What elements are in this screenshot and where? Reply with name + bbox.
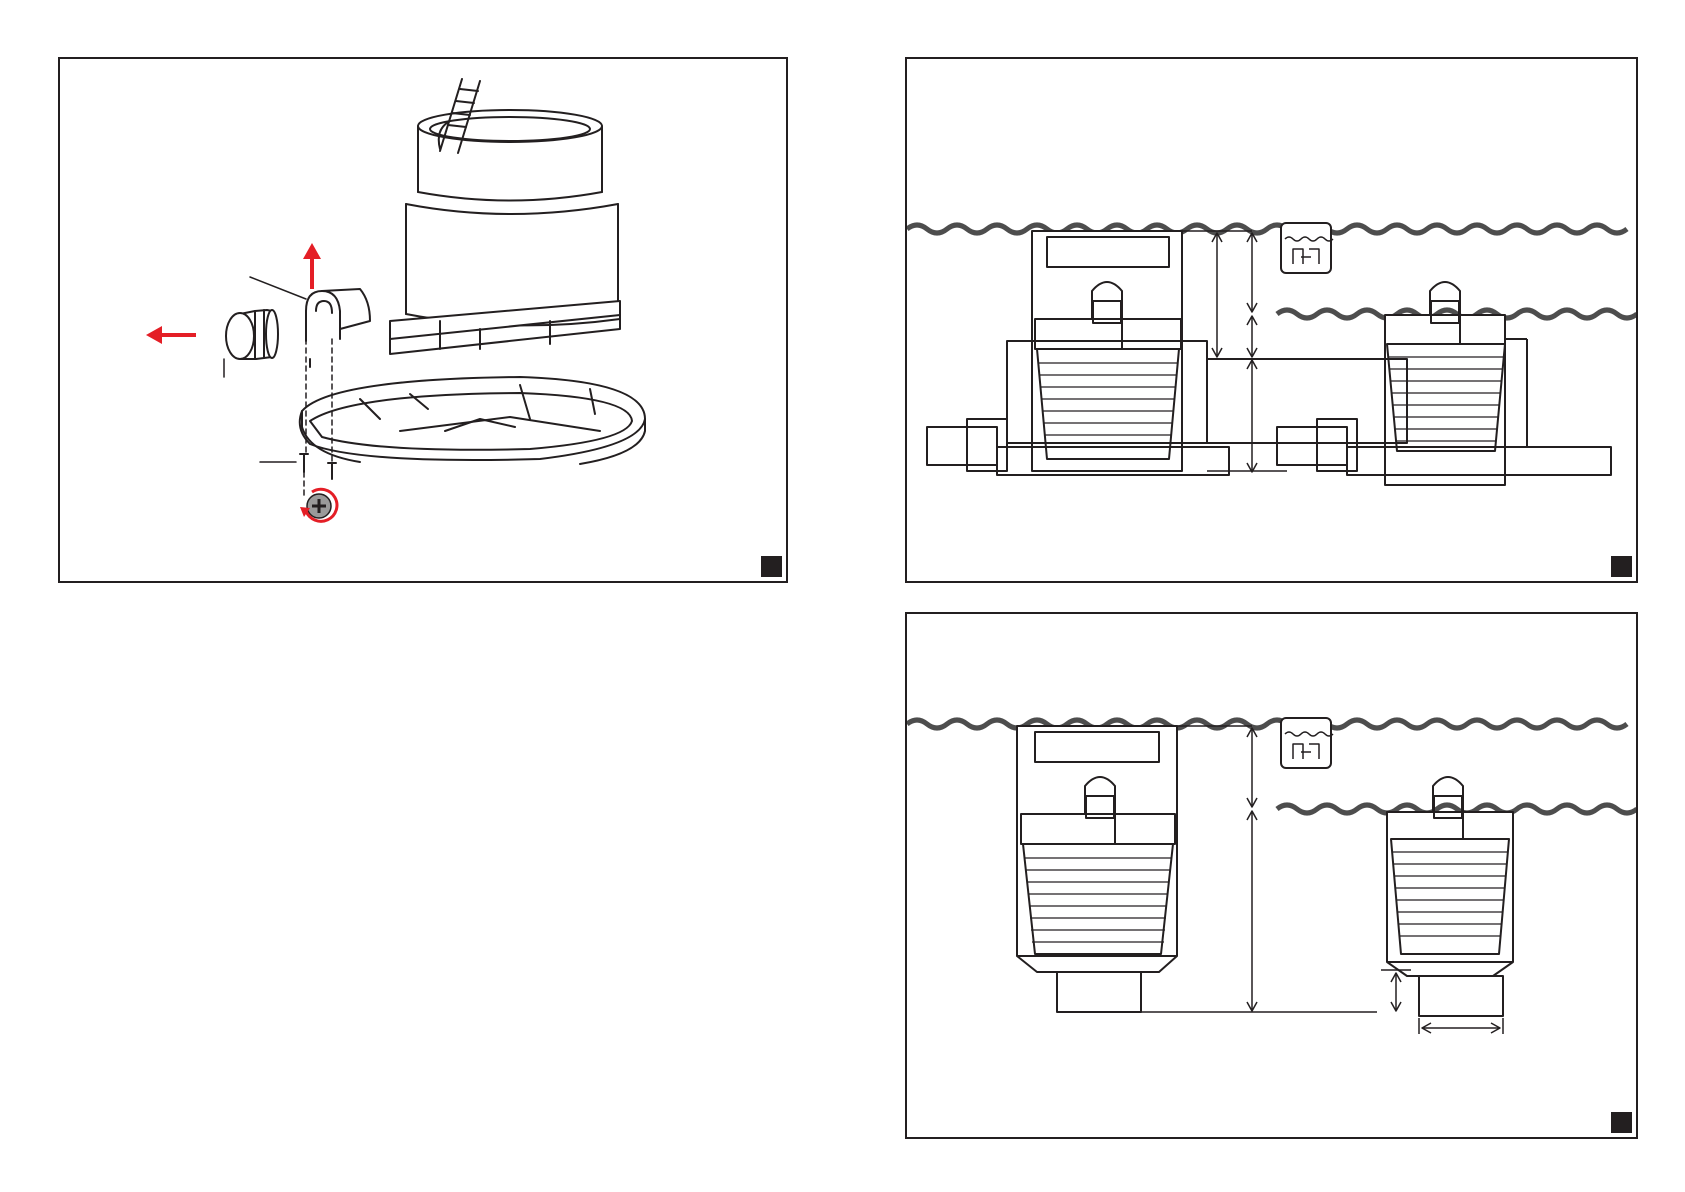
pipe-connector <box>226 310 278 359</box>
skimmer-left <box>1017 726 1177 1012</box>
water-level-installation-panel <box>905 57 1638 583</box>
skimmer-body <box>390 110 620 354</box>
connecting-pipe <box>1207 359 1407 443</box>
water-level-icon <box>1281 718 1333 768</box>
panel-corner-marker <box>1611 1112 1632 1133</box>
water-level-icon <box>1281 223 1333 273</box>
rotate-screwdriver-icon <box>300 489 337 521</box>
pipe-extension-drawing <box>907 614 1636 1137</box>
water-surface-left <box>907 225 1627 233</box>
skimmer-left <box>927 231 1229 475</box>
exploded-assembly-panel <box>58 57 788 583</box>
skimmer-right <box>1387 777 1513 1016</box>
panel-corner-marker <box>1611 556 1632 577</box>
screws <box>300 454 336 479</box>
inlet-flap <box>306 289 370 341</box>
exploded-assembly-drawing <box>60 59 786 581</box>
pipe-extension-installation-panel <box>905 612 1638 1139</box>
panel-corner-marker <box>761 556 782 577</box>
water-surface-left <box>907 720 1627 728</box>
dimension-lines <box>1182 231 1287 472</box>
arrow-left-icon <box>146 326 196 344</box>
water-level-drawing <box>907 59 1636 581</box>
arrow-up-icon <box>303 243 321 289</box>
base-ring <box>300 359 645 464</box>
